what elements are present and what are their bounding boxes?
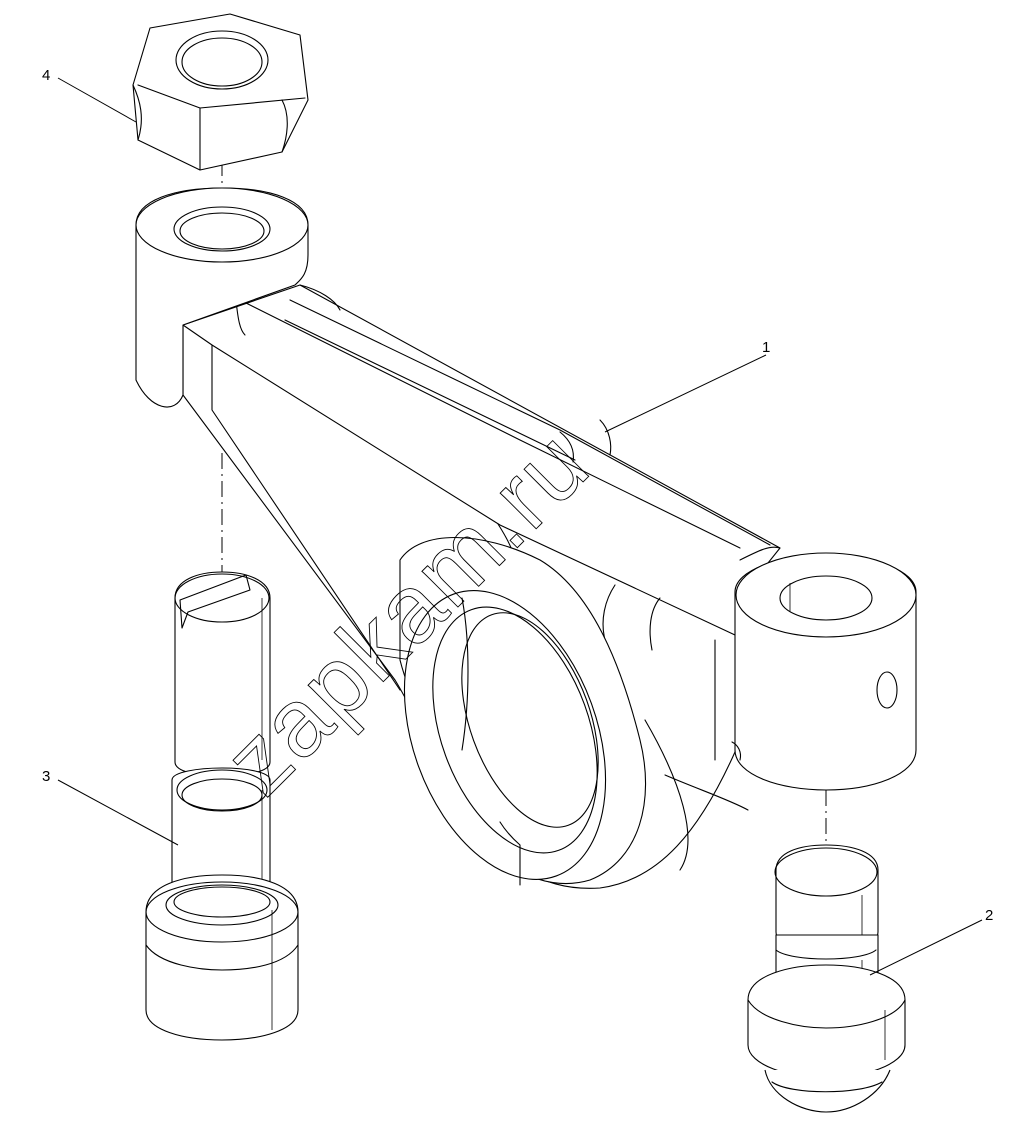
callout-1: 1 <box>604 339 770 433</box>
adjusting-screw-part-3 <box>145 571 299 1041</box>
callout-4: 4 <box>42 67 137 123</box>
center-lines <box>221 160 827 880</box>
rocker-arm-part-1 <box>135 187 917 889</box>
callout-label-4: 4 <box>42 67 50 84</box>
callout-3: 3 <box>42 768 179 846</box>
callout-label-1: 1 <box>762 339 770 356</box>
callout-label-2: 2 <box>985 907 993 924</box>
callout-label-3: 3 <box>42 768 50 785</box>
callout-2: 2 <box>869 907 993 976</box>
tappet-pin-part-2 <box>747 844 906 1113</box>
hex-nut-part-4 <box>132 13 309 171</box>
